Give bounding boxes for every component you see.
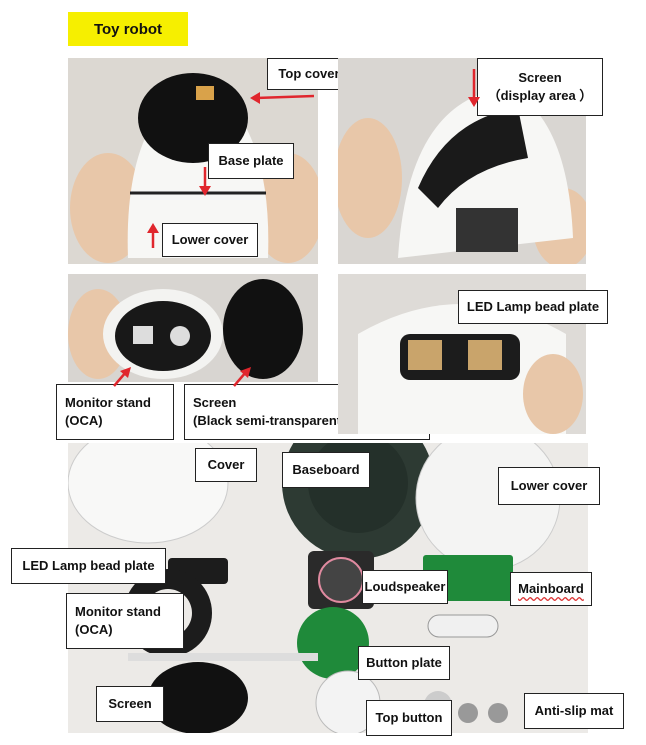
label-top-cover: Top cover <box>267 58 351 90</box>
label-led-plate-parts: LED Lamp bead plate <box>11 548 166 584</box>
photo-screen-display <box>338 58 586 264</box>
screen-display-illustration <box>338 88 586 264</box>
robot-front-illustration <box>70 73 318 263</box>
label-monitor-stand-1: Monitor stand (OCA) <box>56 384 174 440</box>
label-lower-cover-top: Lower cover <box>162 223 258 257</box>
label-led-plate-top: LED Lamp bead plate <box>458 290 608 324</box>
label-top-button: Top button <box>366 700 452 736</box>
label-monitor-stand-2: Monitor stand (OCA) <box>66 593 184 649</box>
label-cover: Cover <box>195 448 257 482</box>
arrow-top-cover <box>250 92 315 104</box>
label-mainboard: Mainboard <box>510 572 592 606</box>
label-lower-cover-parts: Lower cover <box>498 467 600 505</box>
arrow-monitor-stand <box>113 367 131 387</box>
label-screen-parts: Screen <box>96 686 164 722</box>
label-loudspeaker: Loudspeaker <box>362 570 448 604</box>
label-button-plate: Button plate <box>358 646 450 680</box>
arrow-screen-display <box>468 69 480 107</box>
label-base-plate: Base plate <box>208 143 294 179</box>
page-title: Toy robot <box>68 12 188 46</box>
arrow-screen-semi <box>233 367 251 387</box>
monitor-stand-illustration <box>68 279 303 379</box>
label-screen-display: Screen （display area ） <box>477 58 603 116</box>
led-plate-illustration <box>358 304 583 434</box>
arrow-lower-cover <box>147 223 159 248</box>
photo-monitor-stand <box>68 274 318 382</box>
label-baseboard: Baseboard <box>282 452 370 488</box>
label-anti-slip-mat: Anti-slip mat <box>524 693 624 729</box>
arrow-base-plate <box>199 167 211 196</box>
